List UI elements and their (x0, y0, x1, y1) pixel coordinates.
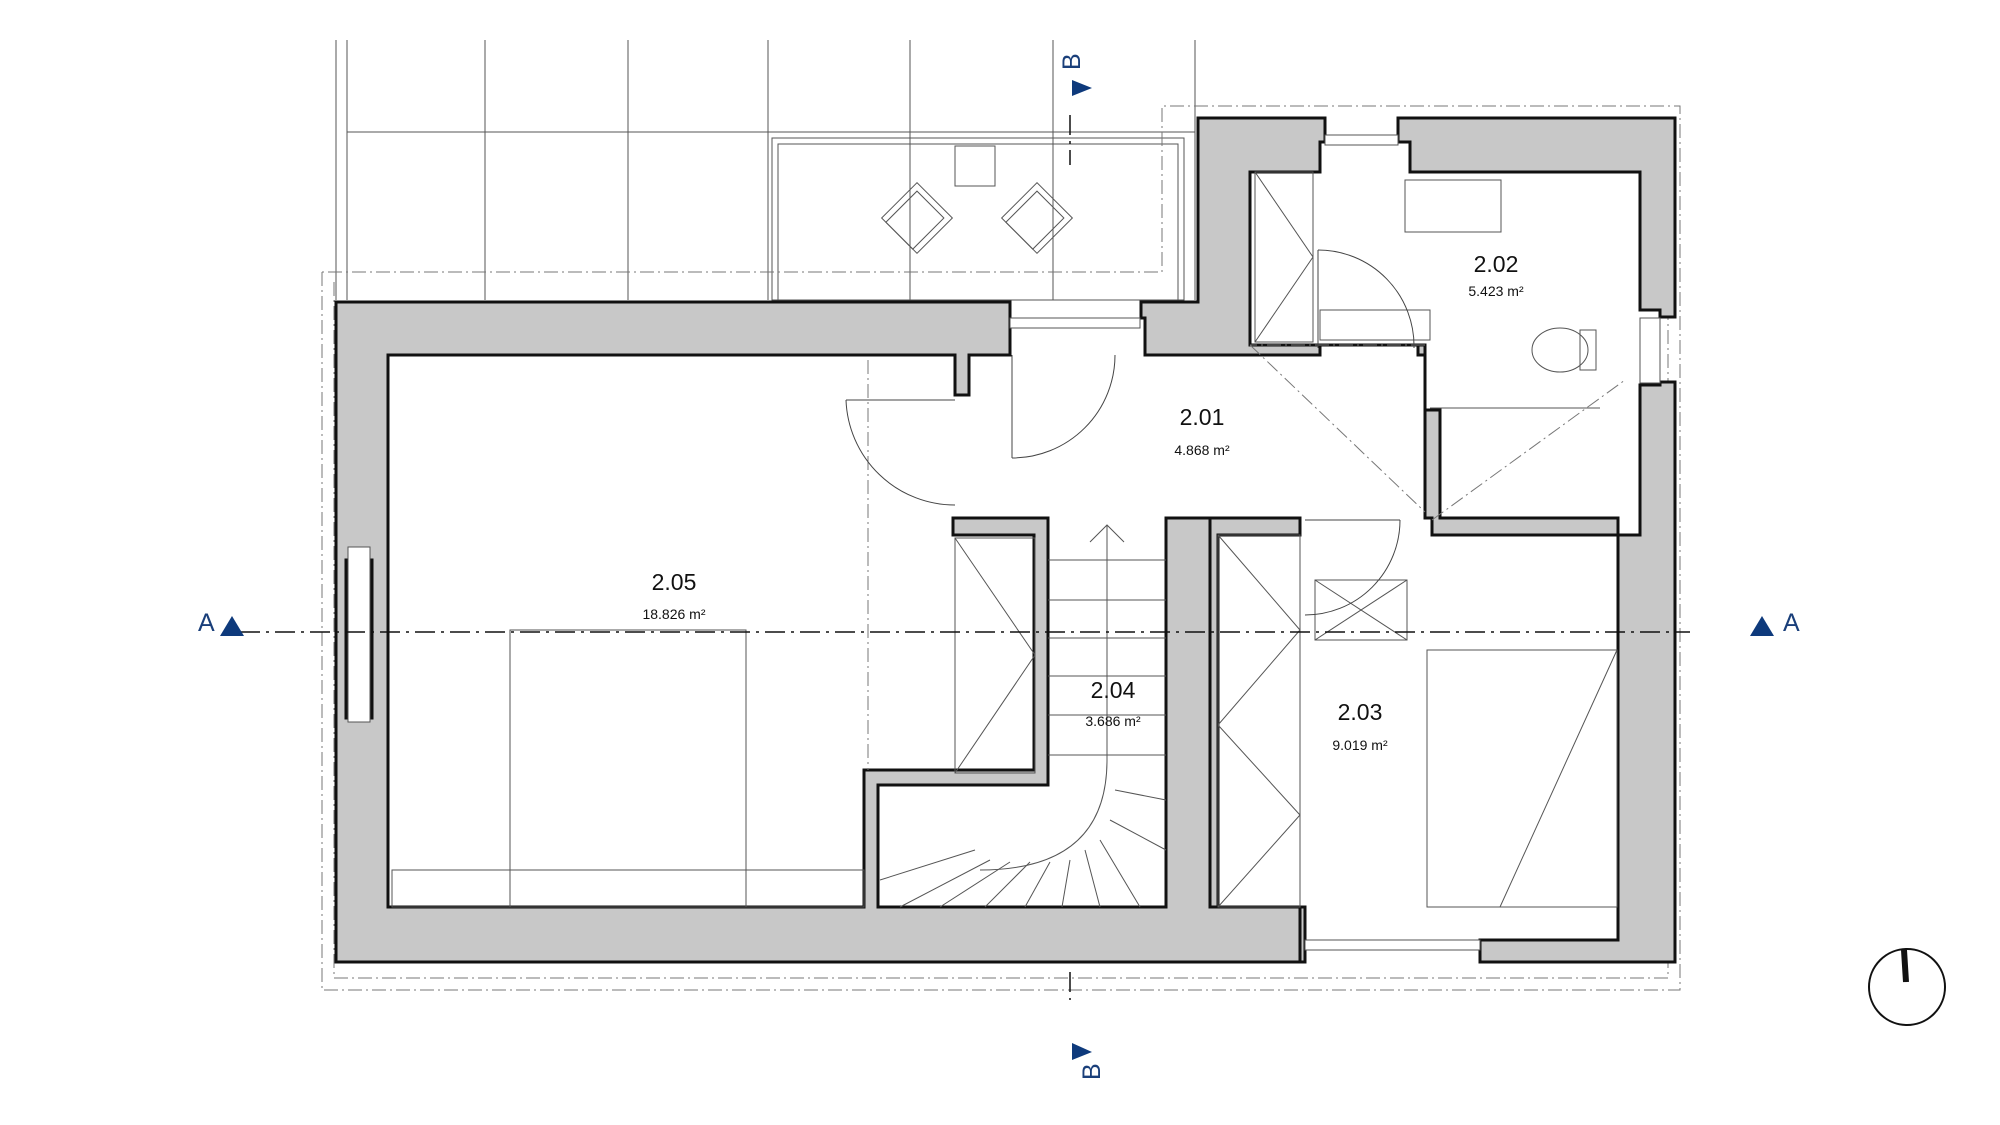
staircase (879, 524, 1167, 908)
north-arrow-icon (1868, 948, 1946, 1026)
section-axes (240, 115, 1690, 1000)
terrace-grid (335, 40, 1196, 301)
property-outline (321, 105, 1681, 991)
room-number: 2.05 (652, 569, 697, 595)
room-2-03: 2.03 9.019 m² (1332, 699, 1388, 753)
terrace-chair (880, 181, 954, 255)
room-2-02: 2.02 5.423 m² (1468, 251, 1524, 299)
interior-lines (391, 171, 1626, 908)
room-area: 3.686 m² (1085, 713, 1141, 729)
section-marker-b-top: B (1058, 53, 1092, 96)
room-number: 2.04 (1091, 677, 1136, 703)
room-area: 4.868 m² (1174, 442, 1230, 458)
room-area: 18.826 m² (642, 606, 705, 622)
section-label-a-right: A (1783, 609, 1800, 637)
room-number: 2.02 (1474, 251, 1519, 277)
terrace-chair (1000, 181, 1074, 255)
section-label-a-left: A (198, 609, 215, 637)
section-marker-a-left: A (198, 609, 244, 637)
windows (1009, 134, 1661, 951)
doors (845, 249, 1415, 616)
section-label-b-top: B (1058, 53, 1086, 70)
room-number: 2.03 (1338, 699, 1383, 725)
room-2-01: 2.01 4.868 m² (1174, 404, 1230, 458)
room-2-05: 2.05 18.826 m² (642, 569, 705, 622)
section-marker-b-bottom: B (1072, 1043, 1106, 1080)
room-area: 9.019 m² (1332, 737, 1388, 753)
room-2-04: 2.04 3.686 m² (1085, 677, 1141, 729)
room-area: 5.423 m² (1468, 283, 1524, 299)
room-number: 2.01 (1180, 404, 1225, 430)
section-marker-a-right: A (1750, 609, 1800, 637)
walls (334, 116, 1677, 964)
section-label-b-bottom: B (1078, 1063, 1106, 1080)
